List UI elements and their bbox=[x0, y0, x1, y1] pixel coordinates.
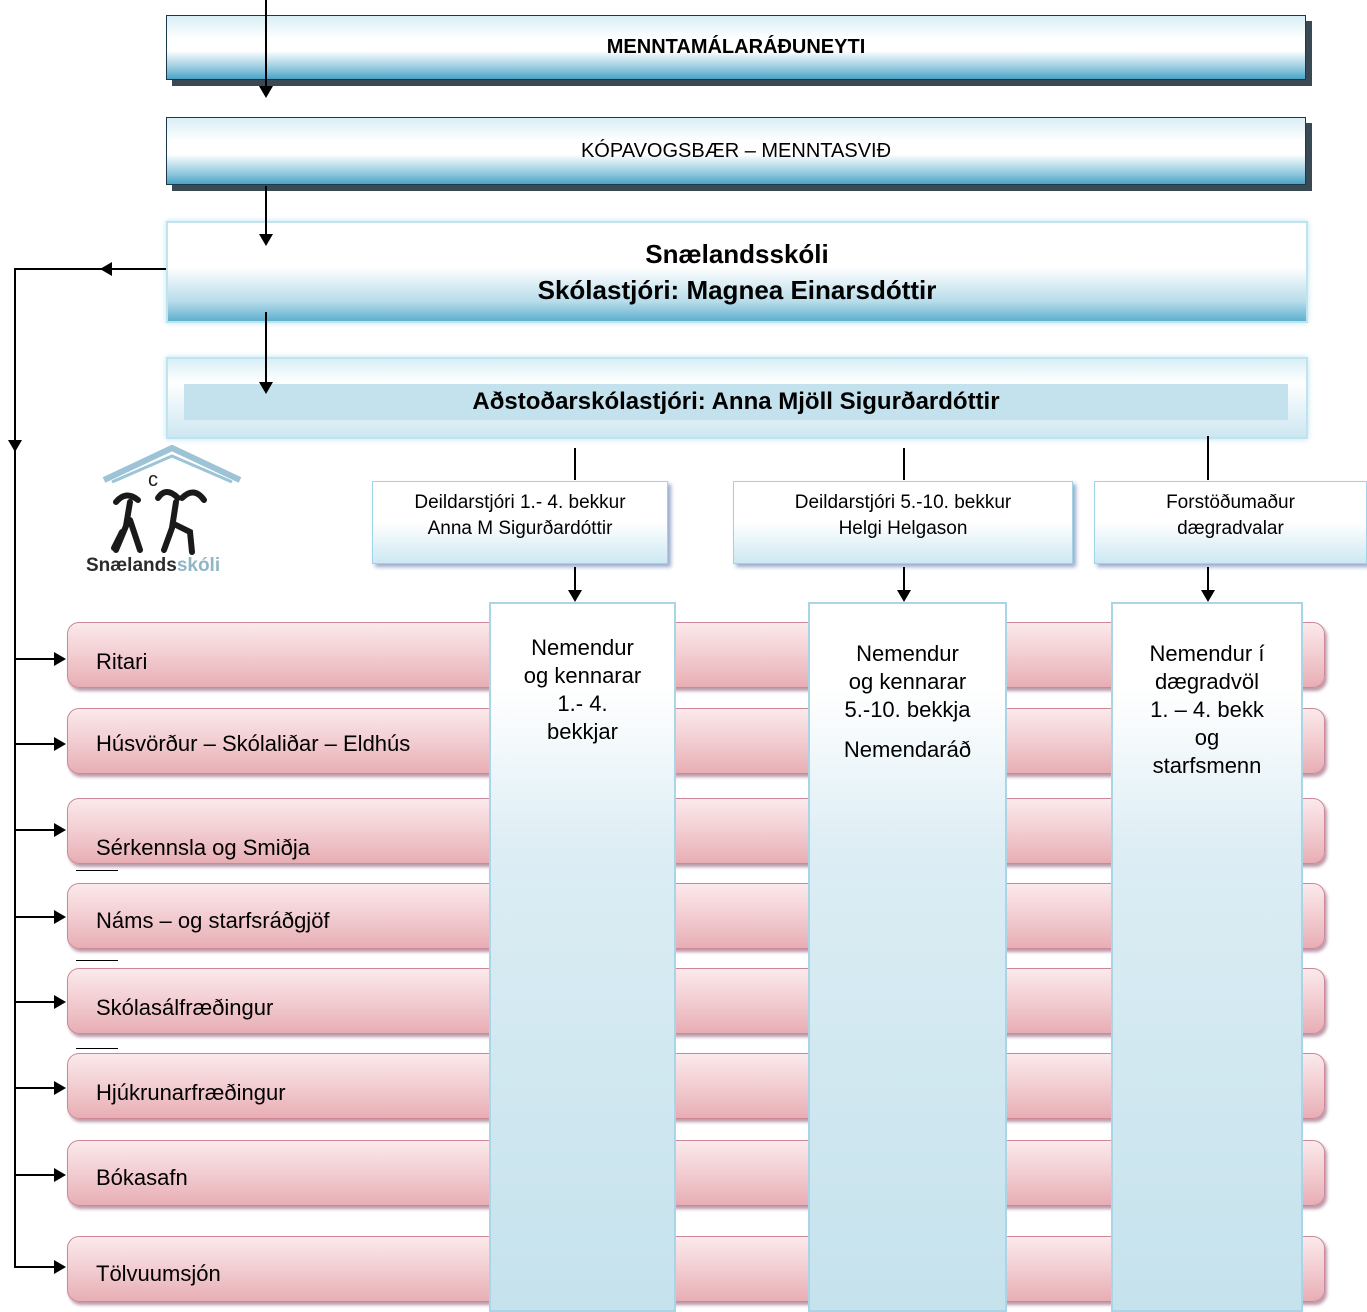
arrow-right-icon bbox=[54, 1168, 66, 1182]
municipality-box: KÓPAVOGSBÆR – MENNTASVIÐ bbox=[166, 117, 1306, 185]
principal-label: Skólastjóri: Magnea Einarsdóttir bbox=[537, 275, 937, 305]
dept-afterschool: Forstöðumaður dægradvalar bbox=[1094, 481, 1367, 564]
row-label: Náms – og starfsráðgjöf bbox=[96, 908, 330, 933]
row-label: Húsvörður – Skólaliðar – Eldhús bbox=[96, 731, 411, 756]
dept-grades-1-4: Deildarstjóri 1.- 4. bekkur Anna M Sigur… bbox=[372, 481, 668, 564]
dept-head: Anna M Sigurðardóttir bbox=[427, 518, 613, 539]
dept-grades-5-10: Deildarstjóri 5.-10. bekkur Helgi Helgas… bbox=[733, 481, 1073, 564]
connector-line bbox=[14, 1266, 58, 1268]
svg-text:c: c bbox=[148, 469, 158, 491]
dept-head: Helgi Helgason bbox=[838, 518, 968, 539]
connector-line bbox=[14, 1174, 58, 1176]
connector-line bbox=[14, 1001, 58, 1003]
assistant-principal-label: Aðstoðarskólastjóri: Anna Mjöll Sigurðar… bbox=[184, 384, 1288, 420]
school-logo: c Snælandsskóli bbox=[86, 440, 258, 585]
logo-bold-text: Snælands bbox=[86, 555, 177, 576]
dept-head: dægradvalar bbox=[1177, 518, 1284, 539]
arrow-right-icon bbox=[54, 737, 66, 751]
column-line: 1.- 4. bbox=[557, 691, 608, 716]
row-label: Skólasálfræðingur bbox=[96, 995, 274, 1020]
arrow-right-icon bbox=[54, 1081, 66, 1095]
column-line: og kennarar bbox=[848, 669, 967, 694]
connector-line bbox=[903, 448, 905, 480]
column-grades-5-10: Nemendur og kennarar 5.-10. bekkja Nemen… bbox=[808, 602, 1007, 1312]
divider bbox=[76, 960, 118, 961]
assistant-principal-box: Aðstoðarskólastjóri: Anna Mjöll Sigurðar… bbox=[166, 357, 1308, 439]
connector-line bbox=[574, 567, 576, 591]
dept-title: Forstöðumaður bbox=[1166, 492, 1295, 513]
column-line: starfsmenn bbox=[1152, 753, 1262, 778]
dept-title: Deildarstjóri 5.-10. bekkur bbox=[794, 492, 1012, 513]
divider bbox=[76, 870, 118, 871]
column-line: dægradvöl bbox=[1155, 669, 1259, 694]
arrow-right-icon bbox=[54, 652, 66, 666]
column-line: 5.-10. bekkja bbox=[844, 697, 971, 722]
connector-line bbox=[14, 916, 58, 918]
connector-line bbox=[574, 448, 576, 480]
arrow-down-icon bbox=[1201, 590, 1215, 602]
connector-line bbox=[265, 0, 267, 88]
connector-line bbox=[1207, 567, 1209, 591]
connector-line bbox=[14, 829, 58, 831]
connector-line bbox=[14, 268, 16, 1268]
arrow-down-icon bbox=[259, 234, 273, 246]
arrow-down-icon bbox=[259, 86, 273, 98]
column-grades-1-4: Nemendur og kennarar 1.- 4. bekkjar bbox=[489, 602, 676, 1312]
connector-line bbox=[265, 312, 267, 384]
school-figures-logo-icon: c bbox=[102, 444, 242, 555]
logo-wordmark: Snælandsskóli bbox=[86, 555, 220, 577]
ministry-label: MENNTAMÁLARÁÐUNEYTI bbox=[606, 36, 866, 58]
row-label: Sérkennsla og Smiðja bbox=[96, 835, 311, 860]
arrow-down-icon bbox=[8, 440, 22, 452]
row-label: Tölvuumsjón bbox=[96, 1261, 221, 1286]
arrow-right-icon bbox=[54, 823, 66, 837]
arrow-right-icon bbox=[54, 995, 66, 1009]
connector-line bbox=[14, 268, 166, 270]
connector-line bbox=[1207, 436, 1209, 480]
ministry-box: MENNTAMÁLARÁÐUNEYTI bbox=[166, 15, 1306, 80]
column-line: 1. – 4. bekk bbox=[1150, 697, 1264, 722]
column-line: Nemendur bbox=[531, 635, 634, 660]
row-label: Hjúkrunarfræðingur bbox=[96, 1080, 286, 1105]
arrow-left-icon bbox=[100, 262, 112, 276]
column-line: og bbox=[1194, 725, 1220, 750]
column-line: Nemendur í bbox=[1149, 641, 1265, 666]
column-afterschool: Nemendur í dægradvöl 1. – 4. bekk og sta… bbox=[1111, 602, 1303, 1312]
arrow-right-icon bbox=[54, 910, 66, 924]
connector-line bbox=[14, 1087, 58, 1089]
arrow-down-icon bbox=[568, 590, 582, 602]
municipality-label: KÓPAVOGSBÆR – MENNTASVIÐ bbox=[580, 139, 892, 162]
arrow-down-icon bbox=[897, 590, 911, 602]
arrow-right-icon bbox=[54, 1260, 66, 1274]
row-label: Bókasafn bbox=[96, 1165, 188, 1190]
connector-line bbox=[14, 743, 58, 745]
logo-light-text: skóli bbox=[176, 555, 221, 576]
column-line: og kennarar bbox=[523, 663, 642, 688]
arrow-down-icon bbox=[259, 382, 273, 394]
dept-title: Deildarstjóri 1.- 4. bekkur bbox=[414, 492, 626, 513]
row-label: Ritari bbox=[96, 649, 148, 674]
connector-line bbox=[903, 567, 905, 591]
divider bbox=[76, 1048, 118, 1049]
school-name: Snælandsskóli bbox=[645, 239, 829, 269]
connector-line bbox=[14, 658, 58, 660]
school-box: Snælandsskóli Skólastjóri: Magnea Einars… bbox=[166, 221, 1308, 323]
column-line: Nemendur bbox=[856, 641, 959, 666]
column-line: bekkjar bbox=[547, 719, 618, 744]
connector-line bbox=[265, 186, 267, 234]
column-extra: Nemendaráð bbox=[843, 737, 972, 762]
